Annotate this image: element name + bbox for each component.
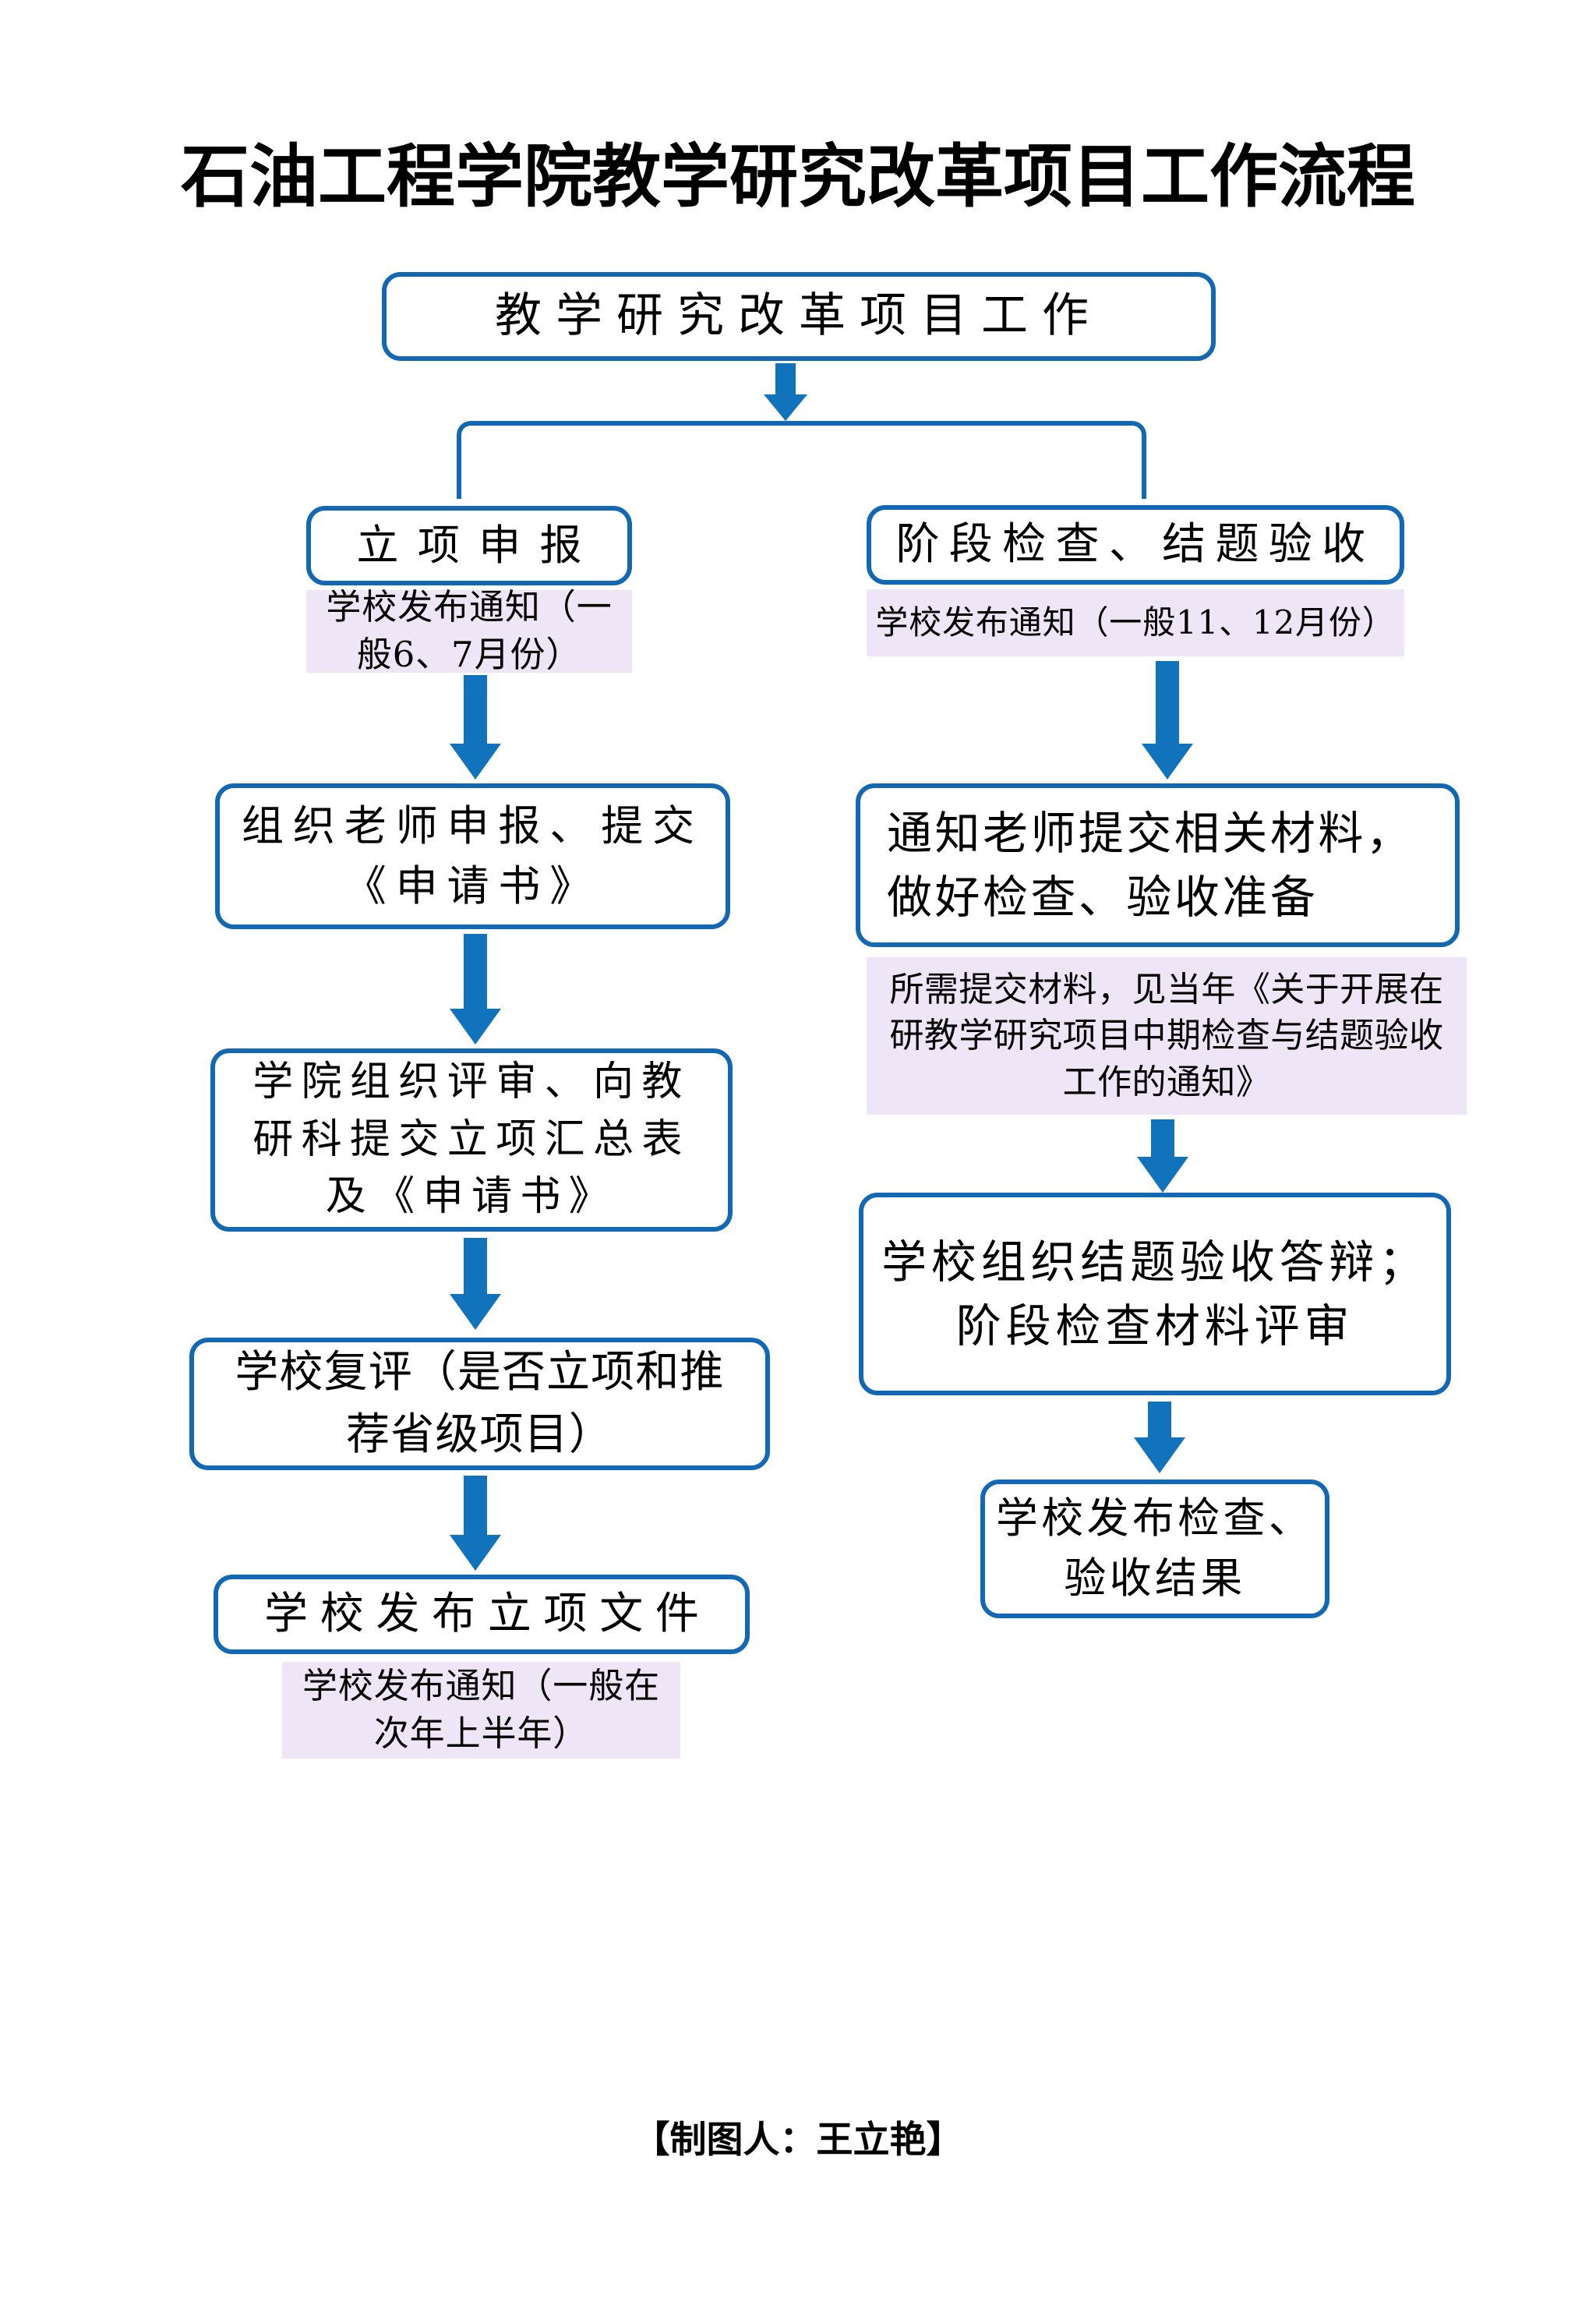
arrow-head-icon [450,744,501,780]
node-left-project-application: 立项申报 [306,506,632,585]
arrow-head-icon [450,1294,501,1330]
down-arrow-left-2 [450,934,501,1045]
note-right-required-materials: 所需提交材料，见当年《关于开展在 研教学研究项目中期检查与结题验收 工作的通知》 [867,957,1467,1115]
node-root: 教学研究改革项目工作 [382,272,1216,361]
node-right-school-publishes-results: 学校发布检查、 验收结果 [980,1480,1329,1618]
arrow-shaft [1148,1402,1171,1437]
note-left-notice-june-july: 学校发布通知（一 般6、7月份） [306,586,632,675]
node-left-school-publishes-approval-document: 学校发布立项文件 [214,1575,750,1654]
arrow-shaft [775,363,796,394]
arrow-head-icon [450,1009,501,1045]
node-left-organize-teachers-submit: 组织老师申报、提交 《申请书》 [215,783,730,929]
down-arrow-root [764,363,807,421]
node-right-stage-check-acceptance: 阶段检查、结题验收 [867,505,1404,585]
note-right-notice-nov-dec: 学校发布通知（一般11、12月份） [867,589,1404,656]
arrow-shaft [464,934,487,1009]
down-arrow-right-3 [1134,1402,1185,1473]
arrow-shaft [1156,661,1179,744]
arrow-head-icon [1142,744,1193,780]
footer-credit: 【制图人：王立艳】 [633,2119,963,2160]
down-arrow-left-3 [450,1238,501,1330]
arrow-head-icon [764,394,807,421]
page-title: 石油工程学院教学研究改革项目工作流程 [180,138,1415,215]
down-arrow-right-2 [1137,1119,1188,1193]
arrow-shaft [464,675,487,744]
arrow-shaft [464,1476,487,1535]
node-right-notify-teachers-materials: 通知老师提交相关材料， 做好检查、验收准备 [856,783,1460,947]
down-arrow-left-4 [450,1476,501,1571]
arrow-head-icon [1134,1437,1185,1473]
down-arrow-left-1 [450,675,501,780]
node-left-college-review-submit-summary: 学院组织评审、向教 研科提交立项汇总表 及《申请书》 [210,1048,733,1232]
down-arrow-right-1 [1142,661,1193,780]
arrow-head-icon [1137,1157,1188,1193]
arrow-shaft [1151,1119,1174,1157]
arrow-shaft [464,1238,487,1294]
branch-bracket-connector [457,421,1146,499]
arrow-head-icon [450,1535,501,1571]
note-left-notice-next-year: 学校发布通知（一般在 次年上半年） [282,1662,680,1759]
node-left-school-re-evaluation: 学校复评（是否立项和推 荐省级项目） [189,1338,770,1470]
node-right-school-defense-review: 学校组织结题验收答辩； 阶段检查材料评审 [859,1193,1451,1395]
